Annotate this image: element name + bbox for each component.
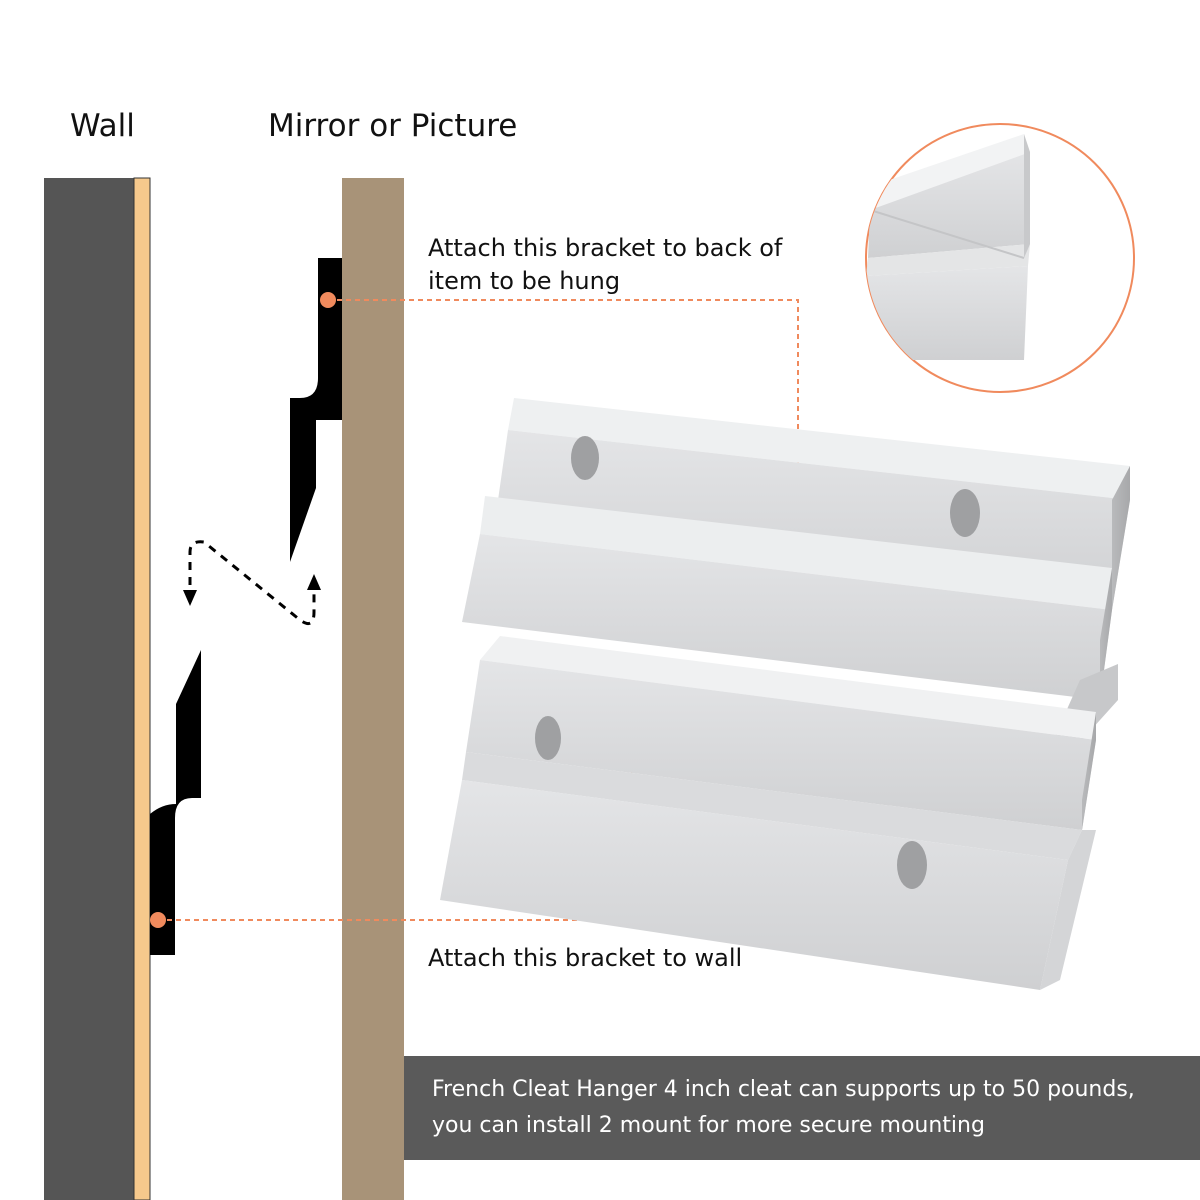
hole-top-right	[950, 489, 980, 537]
callout-top-text: Attach this bracket to back of item to b…	[428, 234, 783, 295]
hole-bottom-right	[897, 841, 927, 889]
bracket-render	[440, 398, 1130, 990]
wall-strip	[133, 177, 151, 1200]
callout-dot-bottom-start	[150, 912, 166, 928]
hole-top-left	[571, 436, 599, 480]
caption-line-1: French Cleat Hanger 4 inch cleat can sup…	[432, 1077, 1135, 1102]
caption-text: French Cleat Hanger 4 inch cleat can sup…	[432, 1072, 1192, 1144]
motion-path	[188, 540, 316, 626]
wall-section	[44, 178, 134, 1200]
wall-label: Wall	[70, 108, 135, 144]
arrow-up-icon	[307, 574, 321, 590]
upper-cleat	[290, 258, 342, 562]
lower-cleat	[150, 650, 201, 955]
callout-line-top	[328, 299, 799, 484]
caption-line-2: you can install 2 mount for more secure …	[432, 1113, 985, 1138]
hole-bottom-left	[535, 716, 561, 760]
callout-bottom-text: Attach this bracket to wall	[428, 944, 743, 972]
callout-dot-top-start	[320, 292, 336, 308]
detail-zoom-profile	[866, 134, 1030, 360]
caption-banner: French Cleat Hanger 4 inch cleat can sup…	[404, 1056, 1200, 1160]
mirror-board	[342, 178, 404, 1200]
mirror-label: Mirror or Picture	[268, 108, 518, 144]
arrow-down-icon	[183, 590, 197, 606]
